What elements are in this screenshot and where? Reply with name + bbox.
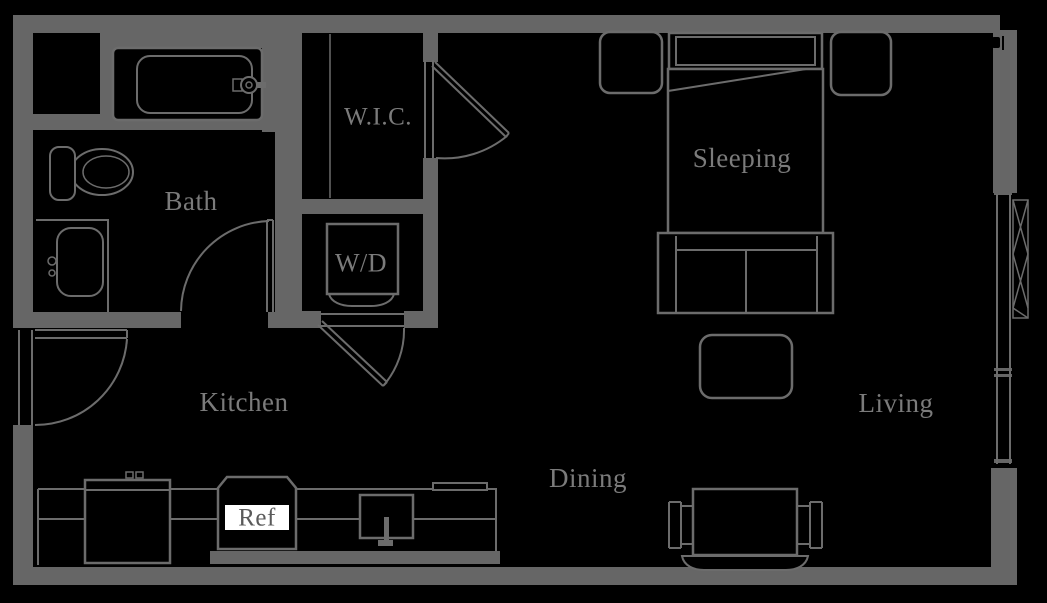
- wall-kitchen-counter-base: [210, 551, 500, 564]
- room-label-wic: W.I.C.: [344, 104, 412, 131]
- nightstand-left: [598, 30, 664, 95]
- wall-right-lower: [991, 468, 1017, 585]
- refrigerator-label: Ref: [238, 505, 276, 532]
- wall-laundry-post-left: [275, 311, 321, 328]
- window-right-brace: [1012, 199, 1029, 319]
- headboard-inner: [675, 36, 816, 66]
- window-brace-x: [1012, 199, 1029, 319]
- window-brace-frame: [1012, 199, 1029, 319]
- entry-door-leaf: [35, 329, 128, 339]
- toilet-bowl-inner: [82, 155, 130, 189]
- wall-top: [13, 15, 1000, 33]
- wall-tub-head: [100, 33, 279, 48]
- bath-door-swing-arc: [180, 220, 270, 312]
- window-tick-mid-1: [994, 368, 1012, 371]
- wall-wic-laundry-divider: [275, 199, 438, 214]
- window-right-glass: [996, 194, 1011, 464]
- entry-door-jamb: [18, 330, 33, 425]
- tub-spout: [257, 82, 266, 88]
- washer-dryer-unit: [325, 222, 400, 296]
- windows-and-openings: [18, 194, 1029, 464]
- toilet: [49, 146, 134, 201]
- nightstand-right: [829, 30, 893, 97]
- room-label-bath: Bath: [165, 186, 218, 216]
- kitchen-counter: Ref: [37, 471, 497, 565]
- doors: [34, 60, 510, 427]
- dining-set: [668, 487, 823, 571]
- coffee-table: [698, 333, 794, 400]
- vanity-counter: [36, 219, 109, 312]
- counter-bar-section: [432, 482, 488, 491]
- room-label-laundry: W/D: [335, 249, 387, 278]
- range: [83, 471, 172, 565]
- laundry-door-threshold: [321, 313, 404, 327]
- room-label-dining: Dining: [549, 463, 627, 493]
- wall-entry-alcove: [100, 33, 115, 126]
- wall-left-lower: [13, 425, 33, 585]
- vanity-faucet-handle: [48, 269, 56, 277]
- wall-bath-wic: [275, 33, 302, 328]
- range-body: [83, 478, 172, 565]
- dining-table: [691, 487, 799, 557]
- laundry-door: [317, 313, 406, 387]
- dining-chair-right: [796, 501, 823, 549]
- tub-faucet-center: [245, 81, 253, 89]
- utility-meter-box: [992, 37, 1000, 48]
- window-tick-mid-2: [994, 374, 1012, 377]
- queen-bed: [666, 31, 825, 235]
- wall-laundry-post-right: [404, 311, 438, 328]
- window-tick-bottom: [994, 459, 1012, 463]
- sink-faucet: [384, 517, 389, 541]
- laundry-door-swing-arc: [383, 327, 406, 386]
- range-knob: [135, 471, 144, 479]
- sheet-fold-line: [667, 68, 807, 92]
- walls: [13, 15, 1017, 585]
- range-knob: [125, 471, 134, 479]
- vanity-sink: [56, 227, 104, 297]
- refrigerator-label-bg: [225, 505, 289, 530]
- sofa-cushions: [675, 236, 818, 313]
- dining-bench: [680, 555, 810, 571]
- bath-door: [180, 219, 274, 312]
- sink-faucet-base: [378, 540, 393, 546]
- window-tick-top: [994, 191, 1012, 195]
- wall-bath-bottom: [33, 312, 181, 328]
- sleeping-furniture: [598, 30, 893, 235]
- wic-door: [424, 60, 510, 160]
- room-label-kitchen: Kitchen: [200, 387, 289, 417]
- wall-left-upper: [13, 15, 33, 328]
- bathtub: [111, 46, 266, 122]
- kitchen-sink: [358, 493, 415, 546]
- entry-door: [34, 329, 128, 427]
- fixtures: Ref: [36, 30, 893, 571]
- sofa: [656, 231, 835, 315]
- vanity-faucet: [47, 256, 57, 266]
- bath-vanity: [36, 219, 109, 312]
- wall-bottom: [13, 567, 1017, 585]
- washer-dryer: [325, 222, 400, 307]
- toilet-tank: [49, 146, 76, 201]
- wall-wic-right: [423, 158, 438, 328]
- wic-door-jamb: [424, 60, 434, 158]
- room-label-living: Living: [859, 388, 934, 418]
- room-labels: Bath W.I.C. W/D Kitchen Dining Living Sl…: [165, 104, 934, 494]
- wall-wic-right-top: [423, 33, 438, 62]
- utility-meter-icon: [992, 36, 1004, 50]
- mattress: [666, 67, 825, 235]
- dining-chair-left: [668, 501, 694, 549]
- washer-dryer-front: [328, 293, 395, 307]
- utility-meter-line: [1002, 36, 1004, 50]
- room-label-sleeping: Sleeping: [693, 143, 792, 173]
- entry-door-swing-arc: [34, 338, 128, 427]
- wic-door-swing-arc: [435, 135, 508, 160]
- wall-right-upper: [993, 30, 1017, 193]
- bath-door-leaf: [266, 219, 274, 312]
- refrigerator: Ref: [216, 475, 298, 551]
